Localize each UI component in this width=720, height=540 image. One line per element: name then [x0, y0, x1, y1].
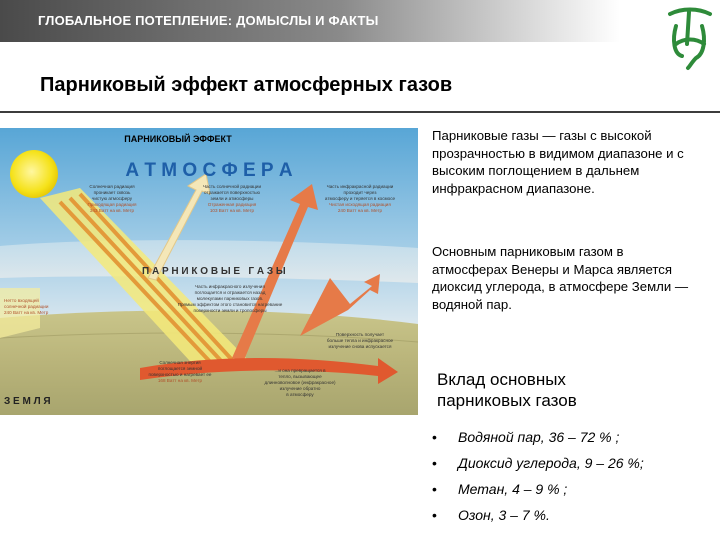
- greenhouse-effect-diagram: ПАРНИКОВЫЙ ЭФФЕКТ А Т М О С Ф Е Р А П А …: [0, 128, 418, 415]
- svg-text:240 Ватт на кв. Метр: 240 Ватт на кв. Метр: [338, 208, 383, 213]
- definition-text: Парниковые газы — газы с высокой прозрач…: [432, 128, 684, 196]
- svg-text:Солнечная радиация: Солнечная радиация: [89, 184, 135, 189]
- svg-text:земли и атмосферы: земли и атмосферы: [211, 196, 254, 201]
- svg-text:Солнечная энергия: Солнечная энергия: [159, 360, 201, 365]
- note-ir-escape: Часть инфракрасной радиации проходит чер…: [325, 183, 396, 213]
- note-absorbed-ground: Солнечная энергия поглощается земной пов…: [149, 360, 212, 383]
- list-item-text: Метан, 4 – 9 % ;: [458, 481, 568, 497]
- svg-text:тепло, вызывающее: тепло, вызывающее: [278, 374, 322, 379]
- svg-text:молекулами парниковых газов.: молекулами парниковых газов.: [197, 296, 263, 301]
- svg-text:проходит через: проходит через: [344, 190, 377, 195]
- contribution-title: Вклад основных парниковых газов: [437, 370, 577, 410]
- svg-text:поверхностью и нагревает ее: поверхностью и нагревает ее: [149, 372, 212, 377]
- svg-text:343 Ватт на кв. Метр: 343 Ватт на кв. Метр: [90, 208, 135, 213]
- svg-text:проникает сквозь: проникает сквозь: [94, 190, 131, 195]
- svg-text:Часть инфракрасной радиации: Часть инфракрасной радиации: [327, 183, 394, 189]
- svg-text:103 Ватт на кв. Метр: 103 Ватт на кв. Метр: [210, 208, 255, 213]
- list-item: • Водяной пар, 36 – 72 % ;: [432, 427, 644, 453]
- svg-text:чистую атмосферу: чистую атмосферу: [92, 196, 133, 201]
- bullet: •: [432, 455, 437, 471]
- svg-text:в атмосферу: в атмосферу: [286, 392, 314, 397]
- title-divider: [0, 111, 720, 113]
- bullet: •: [432, 429, 437, 445]
- svg-text:излучение снова испускается: излучение снова испускается: [329, 344, 392, 349]
- atmosphere-label: А Т М О С Ф Е Р А: [125, 160, 292, 181]
- university-logo: [668, 7, 712, 70]
- note-solar-in: Солнечная радиация проникает сквозь чист…: [88, 184, 137, 213]
- earth-label: З Е М Л Я: [4, 396, 51, 407]
- note-converted: ...и она превращается в тепло, вызывающе…: [264, 368, 336, 397]
- svg-text:поглощается земной: поглощается земной: [158, 365, 203, 371]
- contribution-list: • Водяной пар, 36 – 72 % ; • Диоксид углер…: [432, 427, 644, 531]
- list-item: • Диоксид углерода, 9 – 26 %;: [432, 453, 644, 479]
- svg-text:солнечной радиации: солнечной радиации: [4, 303, 49, 309]
- svg-text:Чистая исходящая радиация: Чистая исходящая радиация: [329, 202, 391, 207]
- list-item: • Метан, 4 – 9 % ;: [432, 479, 644, 505]
- svg-text:излучение обратно: излучение обратно: [280, 386, 321, 391]
- diagram-title: ПАРНИКОВЫЙ ЭФФЕКТ: [124, 133, 232, 144]
- header-title: ГЛОБАЛЬНОЕ ПОТЕПЛЕНИЕ: ДОМЫСЛЫ И ФАКТЫ: [38, 13, 379, 28]
- svg-text:Приходящая радиация: Приходящая радиация: [88, 202, 137, 207]
- svg-text:атмосферу и теряется в космосе: атмосферу и теряется в космосе: [325, 196, 396, 201]
- note-surface-warm: Поверхность получает больше тепла и инфр…: [327, 332, 394, 349]
- page-title: Парниковый эффект атмосферных газов: [40, 74, 453, 96]
- list-item-text: Диоксид углерода, 9 – 26 %;: [458, 455, 644, 471]
- svg-text:Прямым эффектом этого становит: Прямым эффектом этого становится нагрева…: [178, 302, 283, 307]
- svg-text:168 Ватт на кв. Метр: 168 Ватт на кв. Метр: [158, 378, 203, 383]
- svg-text:поверхности земли и тропосферы: поверхности земли и тропосферы: [194, 308, 267, 313]
- svg-text:...и она превращается в: ...и она превращается в: [274, 368, 326, 373]
- bullet: •: [432, 481, 437, 497]
- note-net-in: Нетто входящей солнечной радиации 240 Ва…: [4, 297, 49, 315]
- list-item-text: Озон, 3 – 7 %.: [458, 507, 550, 523]
- svg-text:240 Ватт на кв. Метр: 240 Ватт на кв. Метр: [4, 310, 49, 315]
- svg-text:Поверхность получает: Поверхность получает: [336, 332, 385, 337]
- svg-text:отражается поверхностью: отражается поверхностью: [204, 190, 260, 195]
- list-item-text: Водяной пар, 36 – 72 % ;: [458, 429, 620, 445]
- list-item: • Озон, 3 – 7 %.: [432, 505, 644, 531]
- note-reflected: Часть солнечной радиации отражается пове…: [203, 183, 262, 213]
- bullet: •: [432, 507, 437, 523]
- header-bar: ГЛОБАЛЬНОЕ ПОТЕПЛЕНИЕ: ДОМЫСЛЫ И ФАКТЫ: [0, 0, 620, 42]
- svg-text:длинноволновое (инфракрасное): длинноволновое (инфракрасное): [264, 380, 336, 385]
- svg-text:Часть солнечной радиации: Часть солнечной радиации: [203, 183, 262, 189]
- svg-text:Часть инфракрасного излучения: Часть инфракрасного излучения: [195, 284, 265, 289]
- greenhouse-gases-label: П А Р Н И К О В Ы Е Г А З Ы: [142, 266, 286, 277]
- planets-text: Основным парниковым газом в атмосферах В…: [432, 244, 689, 312]
- svg-text:Отраженная радиация: Отраженная радиация: [208, 202, 257, 207]
- svg-text:больше тепла и инфракрасное: больше тепла и инфракрасное: [327, 338, 394, 343]
- svg-text:Нетто входящей: Нетто входящей: [4, 297, 39, 303]
- svg-text:поглощается и отражается назад: поглощается и отражается назад: [195, 290, 266, 295]
- note-ir-absorbed: Часть инфракрасного излучения поглощаетс…: [178, 284, 283, 313]
